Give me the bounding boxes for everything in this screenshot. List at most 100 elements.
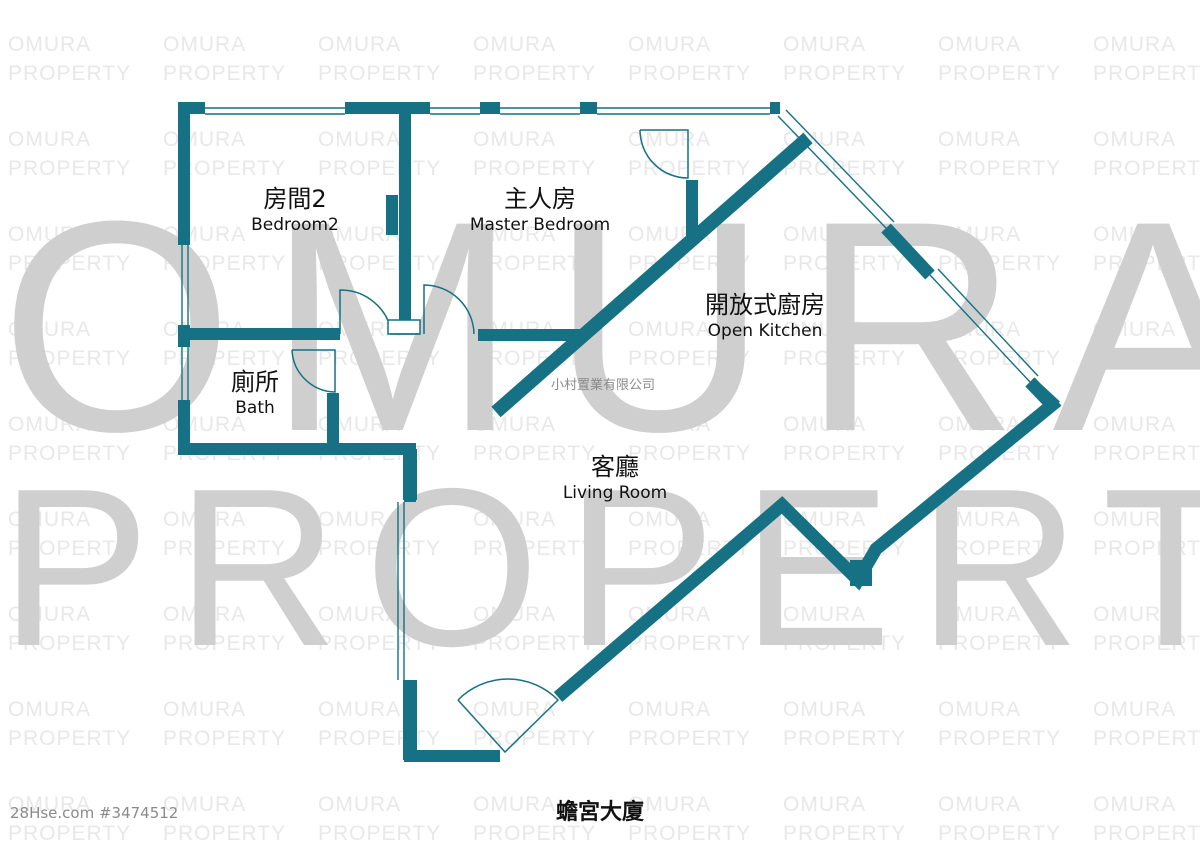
watermark-tile-line1: OMURA: [8, 128, 92, 151]
watermark-tile-line1: OMURA: [1093, 413, 1177, 436]
watermark-tile-line1: OMURA: [783, 413, 867, 436]
room-bedroom2: 房間2 Bedroom2: [230, 184, 360, 236]
windows: [181, 107, 1039, 680]
watermark-tile-line2: PROPERTY: [163, 727, 287, 750]
watermark-tile-line1: OMURA: [8, 698, 92, 721]
watermark-tile-line1: OMURA: [473, 698, 557, 721]
watermark-tile-line1: OMURA: [8, 33, 92, 56]
watermark-tile-line2: PROPERTY: [8, 727, 132, 750]
watermark-tile-line2: PROPERTY: [783, 822, 907, 845]
watermark-tile-line1: OMURA: [473, 33, 557, 56]
watermark-tile-line2: PROPERTY: [938, 632, 1062, 655]
watermark-tile-line2: PROPERTY: [1093, 822, 1200, 845]
watermark-tile-line2: PROPERTY: [783, 727, 907, 750]
watermark-tile-line1: OMURA: [8, 413, 92, 436]
watermark-tile-line2: PROPERTY: [8, 537, 132, 560]
watermark-tile-line2: PROPERTY: [318, 62, 442, 85]
watermark-tile-line2: PROPERTY: [8, 347, 132, 370]
watermark-tile-line1: OMURA: [473, 793, 557, 816]
watermark-tile-line2: PROPERTY: [628, 347, 752, 370]
watermark-tile-line1: OMURA: [783, 698, 867, 721]
watermark-tile-line1: OMURA: [8, 603, 92, 626]
watermark-tile: OMURA PROPERTY: [8, 695, 131, 753]
watermark-tile-line2: PROPERTY: [473, 822, 597, 845]
watermark-tile-line1: OMURA: [628, 318, 712, 341]
watermark-tile-line2: PROPERTY: [783, 62, 907, 85]
watermark-tile-line2: PROPERTY: [8, 157, 132, 180]
door-master-top: [639, 129, 689, 179]
watermark-tile-line2: PROPERTY: [783, 157, 907, 180]
watermark-tile-line2: PROPERTY: [163, 157, 287, 180]
watermark-tile-line2: PROPERTY: [473, 632, 597, 655]
watermark-tile-line1: OMURA: [1093, 223, 1177, 246]
door-master: [423, 284, 475, 335]
watermark-tile-line1: OMURA: [1093, 698, 1177, 721]
room-living: 客廳 Living Room: [540, 452, 690, 504]
watermark-tile-line2: PROPERTY: [163, 252, 287, 275]
doors: [291, 129, 689, 754]
watermark-tile-line1: OMURA: [938, 33, 1022, 56]
watermark-tile-line2: PROPERTY: [8, 442, 132, 465]
watermark-tile-line1: OMURA: [938, 223, 1022, 246]
watermark-tile-line1: OMURA: [783, 603, 867, 626]
watermark-tile-line2: PROPERTY: [783, 442, 907, 465]
watermark-tile-line2: PROPERTY: [8, 632, 132, 655]
room-bedroom2-zh: 房間2: [263, 185, 327, 213]
window-diagonal-2: [929, 274, 1031, 383]
watermark-tile-line2: PROPERTY: [8, 62, 132, 85]
watermark-tile: OMURA PROPERTY: [8, 30, 131, 88]
watermark-tile-line2: PROPERTY: [473, 252, 597, 275]
watermark-tile-line1: OMURA: [318, 603, 402, 626]
watermark-tile-line1: OMURA: [628, 793, 712, 816]
watermark-tile-line1: OMURA: [8, 793, 92, 816]
watermark-tile-line1: OMURA: [473, 508, 557, 531]
room-master-zh: 主人房: [504, 185, 576, 213]
watermark-tile-line2: PROPERTY: [163, 537, 287, 560]
watermark-tile: OMURA PROPERTY: [473, 790, 596, 848]
watermark-tile-line2: PROPERTY: [783, 252, 907, 275]
watermark-tile: OMURA PROPERTY: [8, 600, 131, 658]
watermark-tile-line2: PROPERTY: [938, 727, 1062, 750]
watermark-tile-line2: PROPERTY: [628, 442, 752, 465]
room-kitchen-en: Open Kitchen: [707, 321, 823, 341]
watermark-tile-line1: OMURA: [473, 603, 557, 626]
watermark-tile-line1: OMURA: [318, 33, 402, 56]
watermark-tile-line1: OMURA: [938, 413, 1022, 436]
watermark-tile: OMURA PROPERTY: [8, 410, 131, 468]
watermark-tile-line1: OMURA: [473, 413, 557, 436]
watermark-tile-line1: OMURA: [318, 508, 402, 531]
watermark-tile: OMURA PROPERTY: [783, 410, 906, 468]
watermark-tile-line2: PROPERTY: [628, 822, 752, 845]
watermark-tile-line1: OMURA: [318, 698, 402, 721]
watermark-tile-line2: PROPERTY: [628, 632, 752, 655]
watermark-tile-line1: OMURA: [8, 223, 92, 246]
watermark-tile-line2: PROPERTY: [938, 822, 1062, 845]
listing-id: 28Hse.com #3474512: [10, 804, 179, 822]
